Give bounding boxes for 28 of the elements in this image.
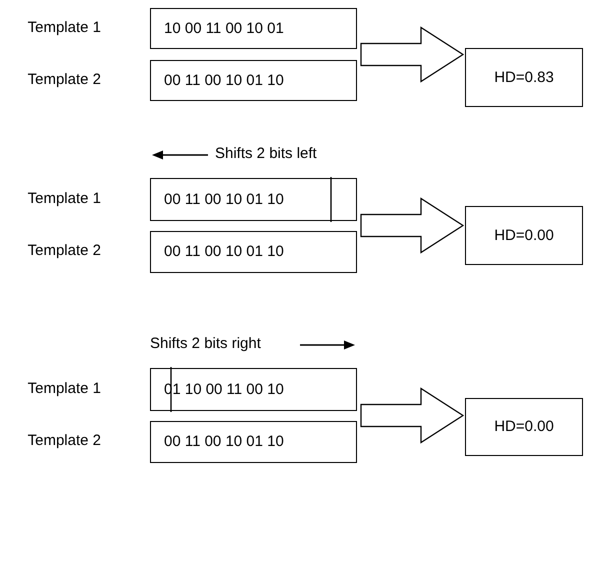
template-label: Template 2 (28, 432, 101, 449)
result-box (465, 398, 583, 456)
bit-string: 00 11 00 10 01 10 (164, 72, 284, 89)
template-label: Template 2 (28, 70, 101, 88)
template-label: Template 1 (28, 380, 101, 396)
template-label: Template 1 (28, 190, 101, 206)
template-box (150, 368, 357, 411)
result-box (465, 48, 583, 107)
template-label: Template 1 (28, 18, 101, 36)
hamming-distance: HD=0.00 (493, 226, 555, 244)
block-arrow (360, 26, 464, 83)
template-box (150, 231, 357, 273)
block-arrow (360, 197, 464, 254)
bit-string: 00 11 00 10 01 10 (164, 243, 284, 260)
result-box (465, 206, 583, 265)
hamming-distance: HD=0.00 (493, 418, 555, 435)
hamming-distance: HD=0.83 (493, 68, 555, 86)
template-box (150, 421, 357, 463)
template-box (150, 178, 357, 221)
bit-string: 00 11 00 10 01 10 (164, 191, 284, 208)
block-arrow (360, 387, 464, 444)
template-label: Template 2 (28, 242, 101, 259)
shift-label: Shifts 2 bits left (215, 145, 317, 162)
bit-string: 00 11 00 10 01 10 (164, 433, 284, 450)
bit-string: 10 00 11 00 10 01 (164, 20, 284, 37)
template-box (150, 8, 357, 49)
template-box (150, 60, 357, 101)
shift-label: Shifts 2 bits right (150, 335, 261, 352)
